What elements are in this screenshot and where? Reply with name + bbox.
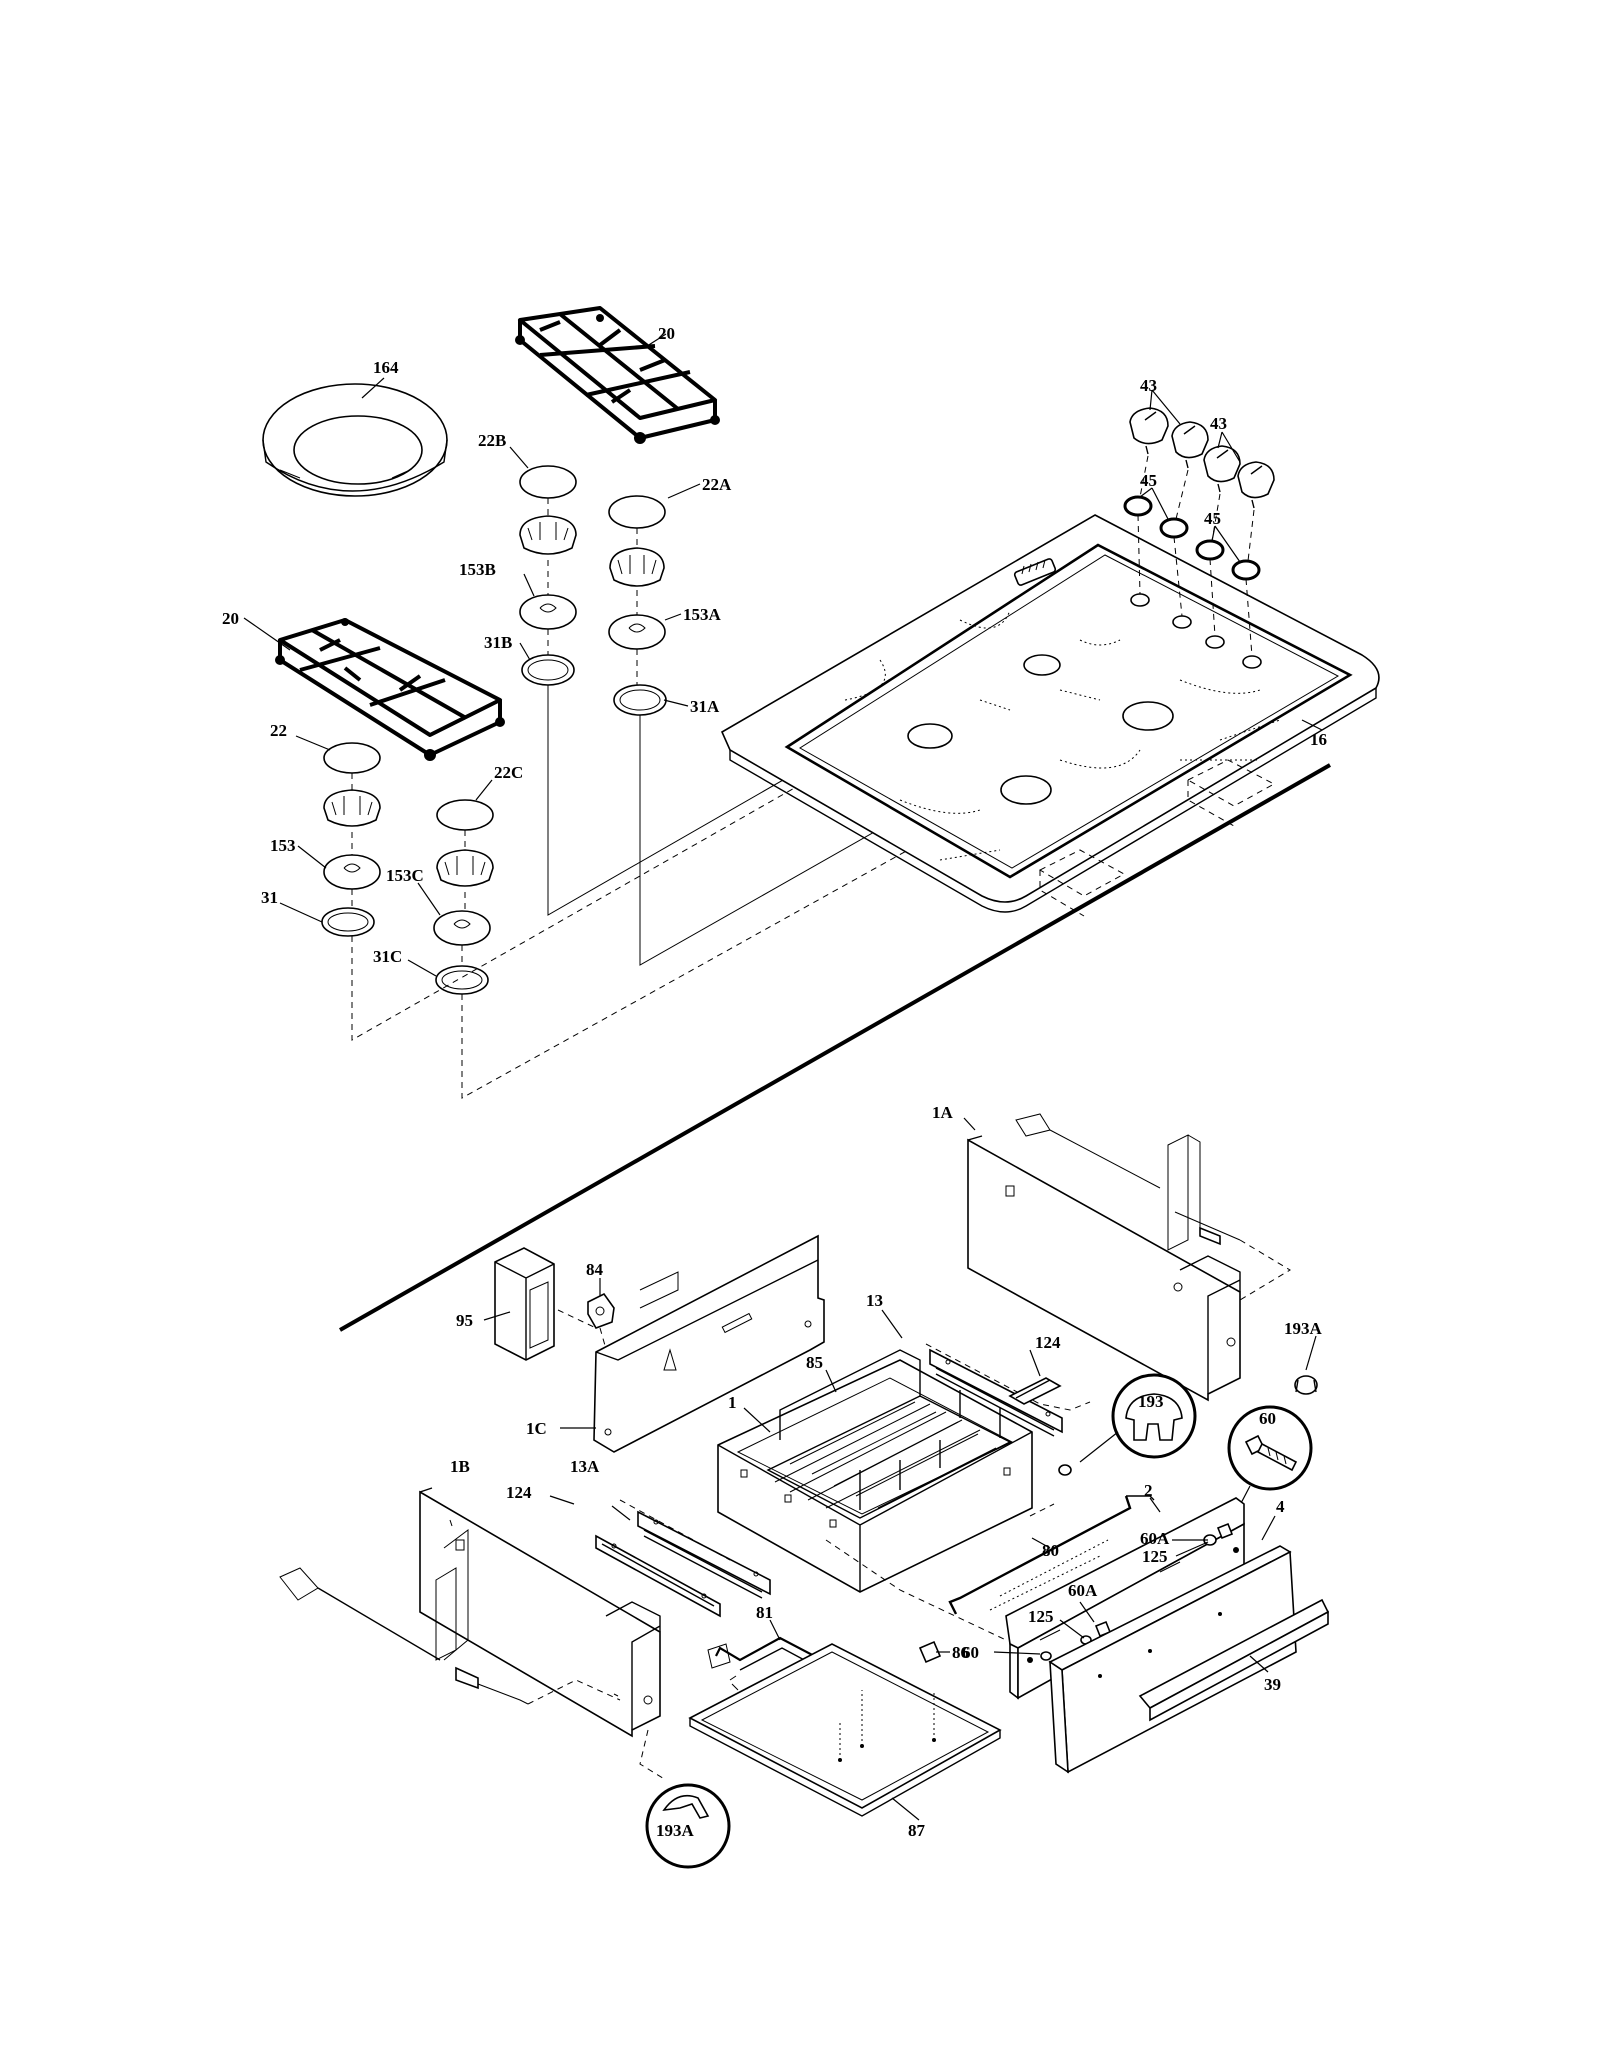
callout-87: 87 [908, 1821, 926, 1840]
callout-81: 81 [756, 1603, 773, 1622]
callout-1A: 1A [932, 1103, 954, 1122]
callout-193A-bottom: 193A [656, 1821, 695, 1840]
burner-column-22c [433, 799, 494, 995]
callout-1: 1 [728, 1393, 737, 1412]
callout-125-upper: 125 [1142, 1547, 1168, 1566]
callout-39: 39 [1264, 1675, 1281, 1694]
callout-31B: 31B [484, 633, 512, 652]
callout-45-left: 45 [1140, 471, 1157, 490]
control-knobs-43 [1129, 407, 1275, 509]
callout-60-circle: 60 [1259, 1409, 1276, 1428]
callout-43-left: 43 [1140, 376, 1157, 395]
callout-2: 2 [1144, 1481, 1153, 1500]
callout-124-top: 124 [1035, 1333, 1061, 1352]
callout-164: 164 [373, 358, 399, 377]
side-panel-1A [967, 1113, 1291, 1402]
callout-153C: 153C [386, 866, 424, 885]
callout-60A-upper: 60A [1140, 1529, 1170, 1548]
callout-20-top: 20 [658, 324, 675, 343]
callout-1C: 1C [526, 1419, 547, 1438]
callout-16: 16 [1310, 730, 1327, 749]
callout-125-lower: 125 [1028, 1607, 1054, 1626]
assembly-lines-drawer [825, 1503, 1055, 1641]
side-panel-1B [279, 1487, 661, 1738]
callout-95: 95 [456, 1311, 473, 1330]
heating-element-80 [948, 1495, 1155, 1615]
drawer-pan-1 [717, 1349, 1033, 1593]
callout-153A: 153A [683, 605, 722, 624]
callout-22B: 22B [478, 431, 506, 450]
callout-labels: 164 20 22B 22A 153B 153A 31B 31A 20 22 2… [222, 324, 1327, 1840]
callout-60A-lower: 60A [1068, 1581, 1098, 1600]
callout-153: 153 [270, 836, 296, 855]
callout-60-lower: 60 [962, 1643, 979, 1662]
bracket-strip-124-left [595, 1534, 721, 1618]
callout-1B: 1B [450, 1457, 470, 1476]
plug-193-detail [1058, 1373, 1197, 1476]
callout-153B: 153B [459, 560, 496, 579]
callout-80: 80 [1042, 1541, 1059, 1560]
callout-31C: 31C [373, 947, 402, 966]
plug-193A-detail [639, 1729, 731, 1869]
grate-top-20 [515, 306, 720, 444]
knob-bezels-45 [1123, 455, 1261, 657]
bracket-95 [494, 1247, 555, 1361]
bracket-strip-124-top [1008, 1377, 1062, 1405]
cooktop-16 [720, 514, 1380, 917]
bottom-tray-87 [688, 1643, 1002, 1817]
callout-22: 22 [270, 721, 287, 740]
callout-4: 4 [1276, 1497, 1285, 1516]
front-panel-4 [1048, 1545, 1330, 1774]
callout-22A: 22A [702, 475, 732, 494]
callout-45-right: 45 [1204, 509, 1221, 528]
back-panel-1C [557, 1234, 825, 1453]
callout-13: 13 [866, 1291, 883, 1310]
callout-86: 86 [952, 1643, 969, 1662]
slide-rail-13A [619, 1499, 771, 1599]
screw-60-detail [1227, 1405, 1313, 1529]
burner-column-22 [321, 742, 381, 937]
grate-left-20 [275, 618, 505, 761]
callout-31A: 31A [690, 697, 720, 716]
plug-193A-right [1294, 1375, 1318, 1395]
callout-22C: 22C [494, 763, 523, 782]
callout-193A-right: 193A [1284, 1319, 1323, 1338]
callout-31: 31 [261, 888, 278, 907]
section-divider-line [339, 763, 1331, 1332]
callout-124-left: 124 [506, 1483, 532, 1502]
callout-13A: 13A [570, 1457, 600, 1476]
wok-ring-164 [262, 383, 448, 497]
callout-85: 85 [806, 1353, 823, 1372]
callout-193: 193 [1138, 1392, 1164, 1411]
callout-84: 84 [586, 1260, 604, 1279]
burner-column-a [608, 495, 667, 716]
callout-43-right: 43 [1210, 414, 1227, 433]
leader-lines [243, 333, 1323, 1821]
callout-20-left: 20 [222, 609, 239, 628]
